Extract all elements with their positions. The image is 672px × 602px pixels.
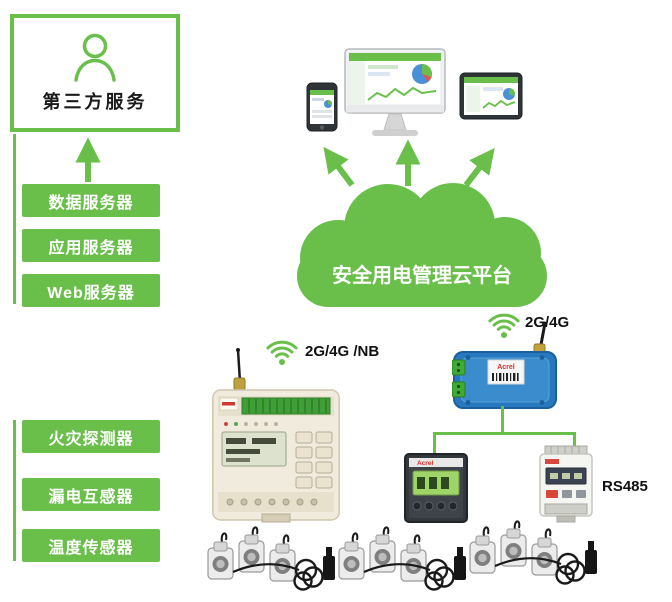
smart-electricity-meter bbox=[212, 348, 340, 523]
sensor-box-fire-detector: 火灾探测器 bbox=[22, 420, 160, 453]
arrow-up-icon bbox=[75, 137, 101, 182]
user-icon bbox=[74, 33, 116, 82]
sensor-box-leakage-label: 漏电互感器 bbox=[48, 488, 134, 506]
bus-line-vertical bbox=[501, 406, 504, 434]
smartphone bbox=[306, 82, 338, 132]
bus-line-horizontal bbox=[433, 432, 576, 435]
server-box-app: 应用服务器 bbox=[22, 229, 160, 262]
server-box-data: 数据服务器 bbox=[22, 184, 160, 217]
power-meter-brand-label: Acrel bbox=[417, 460, 433, 467]
sensor-box-temperature: 温度传感器 bbox=[22, 529, 160, 562]
ct-group-1 bbox=[207, 526, 335, 591]
sensor-box-temperature-label: 温度传感器 bbox=[48, 539, 134, 557]
field-bus-label: RS485 bbox=[602, 478, 648, 495]
cloud-platform-label: 安全用电管理云平台 bbox=[332, 263, 512, 287]
power-meter: Acrel bbox=[404, 453, 468, 523]
ct-group-2 bbox=[337, 522, 469, 602]
meter-uplink-label: 2G/4G /NB bbox=[305, 343, 380, 360]
bus-drop-right bbox=[573, 432, 576, 447]
server-box-web-label: Web服务器 bbox=[47, 284, 135, 302]
wireless-gateway: Acrel bbox=[452, 321, 557, 409]
ct-group-3 bbox=[468, 516, 600, 596]
server-box-app-label: 应用服务器 bbox=[48, 239, 134, 257]
server-bracket-line bbox=[13, 134, 16, 304]
wifi-icon bbox=[266, 340, 298, 365]
desktop-monitor bbox=[344, 48, 446, 136]
server-box-web: Web服务器 bbox=[22, 274, 160, 307]
third-party-service-box: 第三方服务 bbox=[10, 14, 180, 132]
tablet bbox=[459, 72, 523, 120]
bus-drop-left bbox=[433, 432, 436, 455]
wifi-icon bbox=[488, 313, 520, 338]
gateway-uplink-label: 2G/4G bbox=[525, 314, 570, 331]
third-party-service-label: 第三方服务 bbox=[42, 92, 148, 112]
sensor-bracket-line bbox=[13, 420, 16, 561]
cloud-to-clients-arrows bbox=[323, 139, 495, 187]
gateway-brand-label: Acrel bbox=[497, 364, 515, 371]
sensor-box-leakage-ct: 漏电互感器 bbox=[22, 478, 160, 511]
din-rail-meter bbox=[539, 445, 593, 523]
cloud-shape: 安全用电管理云平台 bbox=[297, 183, 547, 307]
sensor-box-fire-label: 火灾探测器 bbox=[48, 430, 134, 448]
server-box-data-label: 数据服务器 bbox=[48, 194, 134, 212]
